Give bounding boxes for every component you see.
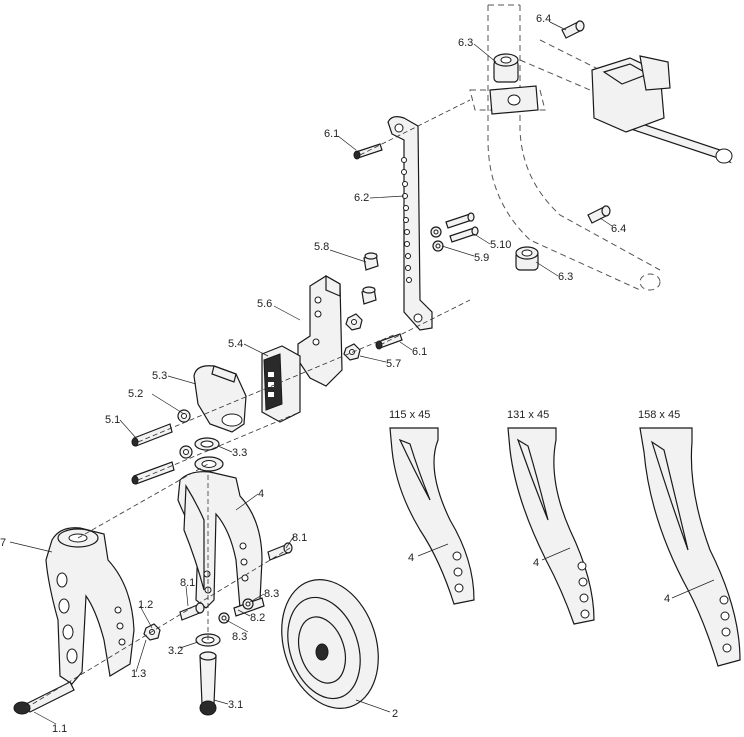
callout-5-8: 5.8 bbox=[314, 241, 329, 253]
callout-4-main: 4 bbox=[258, 488, 264, 500]
sleeve-8-1-right bbox=[267, 542, 293, 561]
adapter-plate-6-2 bbox=[387, 116, 433, 331]
pin-6-4-right bbox=[587, 205, 611, 224]
fork-block-5-4 bbox=[261, 345, 301, 423]
callout-6-2: 6.2 bbox=[354, 192, 369, 204]
spacer-6-3-top bbox=[493, 53, 519, 83]
bracket-5-6 bbox=[297, 274, 343, 387]
callout-7: 7 bbox=[0, 537, 6, 549]
callout-8-2: 8.2 bbox=[250, 612, 265, 624]
callout-5-1: 5.1 bbox=[105, 414, 120, 426]
spacer-6-3-bottom bbox=[515, 246, 539, 271]
callout-2: 2 bbox=[392, 708, 398, 720]
sleeve-8-1-left bbox=[179, 602, 205, 621]
callout-6-3-top: 6.3 bbox=[458, 37, 473, 49]
callout-6-3-bottom: 6.3 bbox=[558, 271, 573, 283]
callout-3-2: 3.2 bbox=[168, 645, 183, 657]
bolts-5-10 bbox=[445, 212, 479, 243]
callout-5-4: 5.4 bbox=[228, 338, 243, 350]
callout-5-6: 5.6 bbox=[257, 298, 272, 310]
callout-6-4-right: 6.4 bbox=[611, 223, 626, 235]
size-variant-labels: 115 x 45 131 x 45 158 x 45 bbox=[389, 409, 680, 421]
callout-6-1-bottom: 6.1 bbox=[412, 346, 427, 358]
size-label-131: 131 x 45 bbox=[507, 409, 549, 421]
callout-1-2: 1.2 bbox=[138, 599, 153, 611]
assembly-guide-lines bbox=[25, 99, 471, 709]
size-label-115: 115 x 45 bbox=[389, 409, 430, 421]
callout-labels: 6.4 6.3 6.1 6.2 6.4 5.10 5.9 5.8 6.3 5.6… bbox=[0, 13, 670, 735]
callout-5-10: 5.10 bbox=[490, 239, 511, 251]
callout-3-3: 3.3 bbox=[232, 447, 247, 459]
callout-5-7: 5.7 bbox=[386, 358, 401, 370]
callout-5-9: 5.9 bbox=[474, 252, 489, 264]
tube-clamp bbox=[489, 85, 539, 115]
housing-5-3 bbox=[193, 365, 247, 433]
washer-5-2 bbox=[177, 409, 193, 459]
callout-8-3-top: 8.3 bbox=[264, 588, 279, 600]
fork-7 bbox=[45, 527, 135, 685]
callout-6-1-top: 6.1 bbox=[324, 128, 339, 140]
caster-housing-block bbox=[591, 55, 671, 133]
stem-bolt-3-1 bbox=[199, 651, 217, 716]
callout-5-3: 5.3 bbox=[152, 370, 167, 382]
fork-variant-115 bbox=[389, 427, 475, 605]
washers-5-9 bbox=[430, 226, 444, 252]
bearings-3-3 bbox=[194, 437, 224, 472]
frame-tube-ghost bbox=[469, 4, 661, 291]
callout-1-1: 1.1 bbox=[52, 723, 67, 735]
bolts-5-1 bbox=[131, 423, 175, 485]
fork-variant-131 bbox=[507, 427, 595, 625]
callout-8-1-left: 8.1 bbox=[180, 577, 195, 589]
bolt-6-1-bottom bbox=[375, 333, 403, 350]
callout-1-3: 1.3 bbox=[131, 668, 146, 680]
callout-4-variant-a: 4 bbox=[408, 552, 414, 564]
callout-4-variant-c: 4 bbox=[664, 593, 670, 605]
pins-5-8 bbox=[361, 252, 379, 305]
callout-3-1: 3.1 bbox=[228, 699, 243, 711]
nuts-5-7 bbox=[343, 313, 363, 361]
pin-6-4-top bbox=[561, 20, 585, 39]
caster-fork-4-main bbox=[177, 471, 263, 609]
axle-bolt-1-1 bbox=[13, 681, 75, 715]
leader-lines bbox=[9, 21, 715, 725]
callout-8-3-bottom: 8.3 bbox=[232, 631, 247, 643]
fork-variant-158 bbox=[639, 427, 741, 667]
callout-4-variant-b: 4 bbox=[533, 557, 539, 569]
caster-wheel-2 bbox=[281, 579, 379, 709]
callout-8-1-right: 8.1 bbox=[292, 532, 307, 544]
callout-6-4-top: 6.4 bbox=[536, 13, 551, 25]
size-label-158: 158 x 45 bbox=[638, 409, 680, 421]
callout-5-2: 5.2 bbox=[128, 388, 143, 400]
washers-8-3 bbox=[218, 598, 254, 624]
